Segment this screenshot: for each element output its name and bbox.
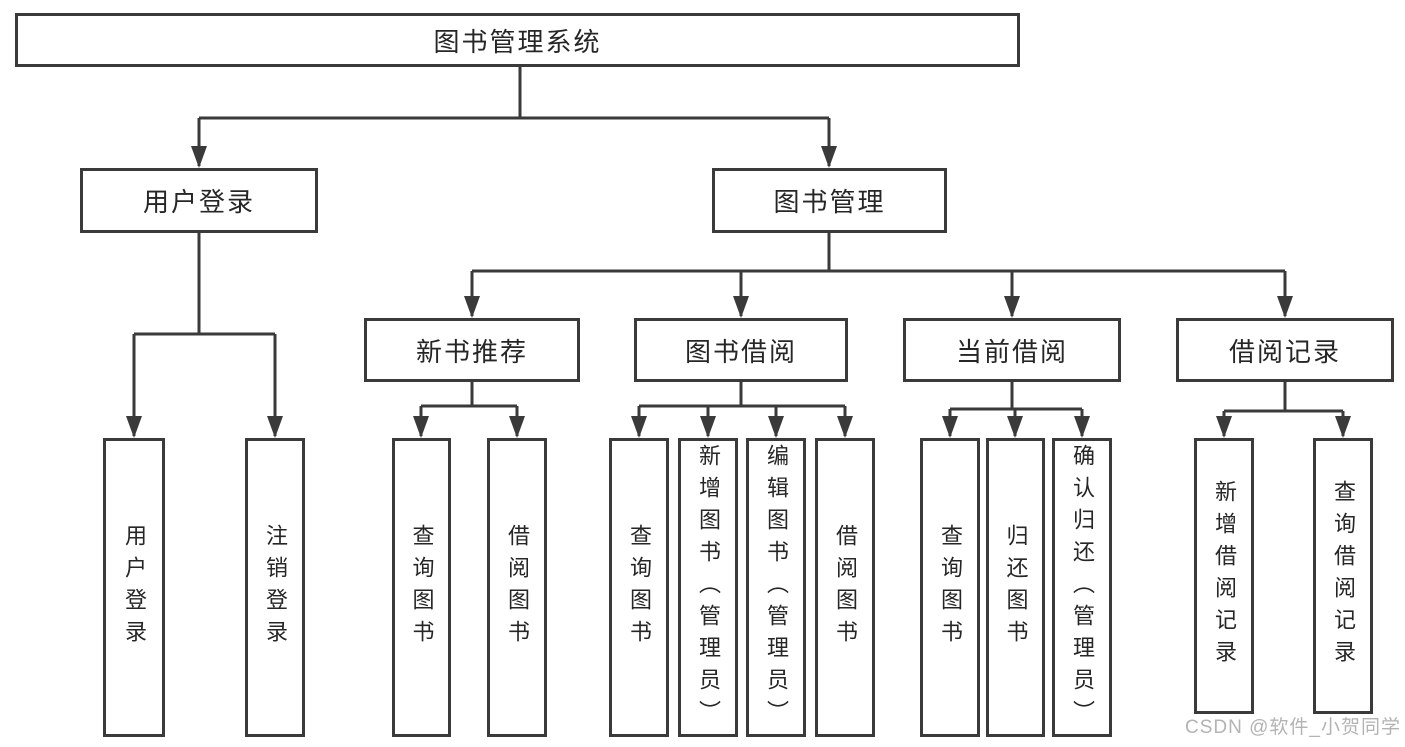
connector-current-borrowing-children	[942, 382, 1090, 438]
connector-new-book-recommendation-children	[413, 382, 525, 438]
leaf-borrow-books-2: 借阅图书	[815, 438, 875, 737]
leaf-user-login: 用户登录	[103, 438, 165, 737]
arrowhead-icon	[700, 416, 716, 438]
leaf-label: 确认归还（管理员）	[1070, 443, 1095, 732]
leaf-label: 查询借阅记录	[1331, 480, 1356, 672]
arrowhead-icon	[837, 416, 853, 438]
leaf-label: 注销登录	[263, 523, 288, 652]
node-book-borrowing: 图书借阅	[634, 318, 848, 382]
node-book-management: 图书管理	[712, 168, 947, 233]
arrowhead-icon	[126, 416, 142, 438]
arrowhead-icon	[631, 416, 647, 438]
arrowhead-icon	[733, 296, 749, 318]
watermark-text: CSDN @软件_小贺同学	[1185, 717, 1401, 738]
arrowhead-icon	[1335, 416, 1351, 438]
node-label: 图书管理系统	[433, 26, 602, 57]
arrowhead-icon	[1004, 296, 1020, 318]
leaf-label: 用户登录	[122, 523, 147, 652]
leaf-label: 编辑图书（管理员）	[764, 443, 789, 732]
leaf-return-books: 归还图书	[986, 438, 1045, 737]
arrowhead-icon	[413, 416, 429, 438]
leaf-label: 查询图书	[938, 523, 963, 652]
leaf-label: 查询图书	[627, 523, 652, 652]
arrowhead-icon	[267, 416, 283, 438]
arrowhead-icon	[768, 416, 784, 438]
node-new-book-recommendation: 新书推荐	[364, 318, 580, 382]
arrowhead-icon	[1074, 416, 1090, 438]
node-label: 用户登录	[142, 187, 255, 217]
leaf-label: 借阅图书	[833, 523, 858, 652]
node-library-management-system: 图书管理系统	[15, 13, 1020, 67]
connector-book-borrowing-children	[631, 382, 853, 438]
leaf-add-book-admin: 新增图书（管理员）	[678, 438, 738, 737]
arrowhead-icon	[821, 146, 837, 168]
leaf-label: 归还图书	[1003, 523, 1029, 652]
node-user-login: 用户登录	[80, 168, 318, 233]
leaf-label: 新增借阅记录	[1212, 480, 1237, 672]
arrowhead-icon	[1216, 416, 1232, 438]
leaf-confirm-return-admin: 确认归还（管理员）	[1052, 438, 1112, 737]
leaf-borrow-books: 借阅图书	[487, 438, 547, 737]
leaf-label: 新增图书（管理员）	[696, 443, 721, 732]
node-label: 当前借阅	[955, 336, 1068, 367]
leaf-search-books-3: 查询图书	[920, 438, 980, 737]
node-label: 图书借阅	[684, 336, 797, 367]
arrowhead-icon	[191, 146, 207, 168]
connector-borrowing-records-children	[1216, 382, 1351, 438]
arrowhead-icon	[942, 416, 958, 438]
leaf-add-borrow-record: 新增借阅记录	[1194, 438, 1254, 714]
arrowhead-icon	[1277, 296, 1293, 318]
leaf-search-books: 查询图书	[392, 438, 451, 737]
node-current-borrowing: 当前借阅	[903, 318, 1121, 382]
leaf-label: 借阅图书	[505, 523, 530, 652]
node-label: 图书管理	[773, 187, 886, 217]
node-label: 借阅记录	[1228, 336, 1341, 367]
node-label: 新书推荐	[415, 336, 528, 367]
connector-root-to-level2	[191, 67, 837, 168]
arrowhead-icon	[464, 296, 480, 318]
leaf-search-borrow-record: 查询借阅记录	[1313, 438, 1373, 714]
connector-user-login-children	[126, 233, 283, 438]
node-borrowing-records: 借阅记录	[1176, 318, 1394, 382]
arrowhead-icon	[1007, 416, 1023, 438]
leaf-logout: 注销登录	[245, 438, 305, 737]
arrowhead-icon	[509, 416, 525, 438]
leaf-label: 查询图书	[409, 523, 435, 652]
leaf-search-books-2: 查询图书	[609, 438, 669, 737]
leaf-edit-book-admin: 编辑图书（管理员）	[746, 438, 806, 737]
connector-book-management-children	[464, 233, 1293, 318]
